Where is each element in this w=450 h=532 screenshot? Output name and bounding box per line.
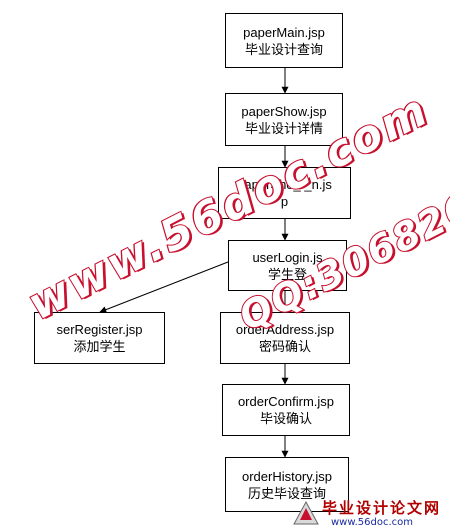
node-description: 毕业设计详情 bbox=[244, 120, 323, 136]
edge-userLogin-userRegister bbox=[99, 261, 229, 313]
node-filename: orderAddress.jsp bbox=[235, 322, 335, 337]
node-description: 学生登 bbox=[267, 266, 307, 282]
footer-url: www.56doc.com bbox=[331, 517, 414, 528]
node-filename: userLogin.js bbox=[252, 249, 323, 265]
node-orderAddress: orderAddress.jsp 密码确认 bbox=[220, 312, 350, 364]
node-filename: orderConfirm.jsp bbox=[237, 394, 335, 409]
node-filename: paperShow.jsp bbox=[241, 103, 327, 119]
node-filename: orderHistory.jsp bbox=[241, 468, 333, 484]
footer-title: 毕业设计论文网 bbox=[322, 499, 442, 517]
node-userLogin: userLogin.js 学生登 bbox=[228, 240, 347, 291]
node-description: 毕业设计查询 bbox=[244, 41, 323, 57]
node-description: 添加学生 bbox=[73, 339, 126, 354]
node-paperMain: paperMain.jsp 毕业设计查询 bbox=[225, 13, 343, 68]
node-description: p bbox=[280, 194, 289, 209]
node-orderConfirm: orderConfirm.jsp 毕设确认 bbox=[222, 384, 350, 436]
node-paperShow: paperShow.jsp 毕业设计详情 bbox=[225, 93, 343, 146]
node-paperShowLogin: paperSho_ _n.js p bbox=[218, 167, 351, 219]
node-filename: serRegister.jsp bbox=[56, 322, 143, 337]
footer-logo-icon bbox=[293, 500, 319, 525]
node-filename: paperSho_ _n.js bbox=[237, 177, 332, 192]
node-orderHistory: orderHistory.jsp 历史毕设查询 bbox=[225, 457, 349, 512]
node-filename: paperMain.jsp bbox=[243, 24, 325, 40]
node-userRegister: serRegister.jsp 添加学生 bbox=[34, 312, 165, 364]
node-description: 历史毕设查询 bbox=[247, 485, 326, 501]
node-description: 密码确认 bbox=[258, 339, 311, 354]
node-description: 毕设确认 bbox=[259, 411, 312, 426]
